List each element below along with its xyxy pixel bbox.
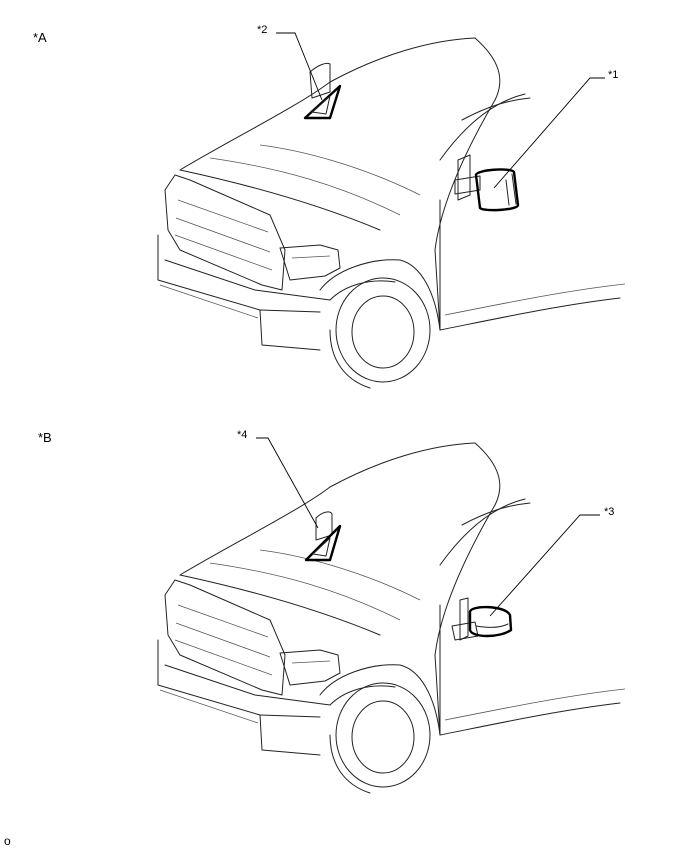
cowl-bracket-icon (303, 62, 342, 120)
callout-2-label: *2 (257, 24, 268, 36)
leader-2 (276, 32, 323, 101)
leader-3 (489, 514, 600, 617)
towing-mirror-icon (454, 154, 520, 212)
view-a-label: *A (33, 30, 47, 45)
callout-3-label: *3 (604, 506, 615, 518)
truck-view-b (157, 437, 626, 794)
standard-mirror-icon (451, 597, 513, 641)
leader-4 (256, 437, 319, 529)
footer-code: o (4, 834, 11, 848)
truck-view-a (157, 32, 626, 389)
callout-1-label: *1 (608, 69, 619, 81)
leader-1 (493, 77, 605, 189)
view-b-label: *B (38, 430, 52, 445)
callout-4-label: *4 (237, 429, 248, 441)
cowl-bracket-icon (304, 511, 342, 562)
